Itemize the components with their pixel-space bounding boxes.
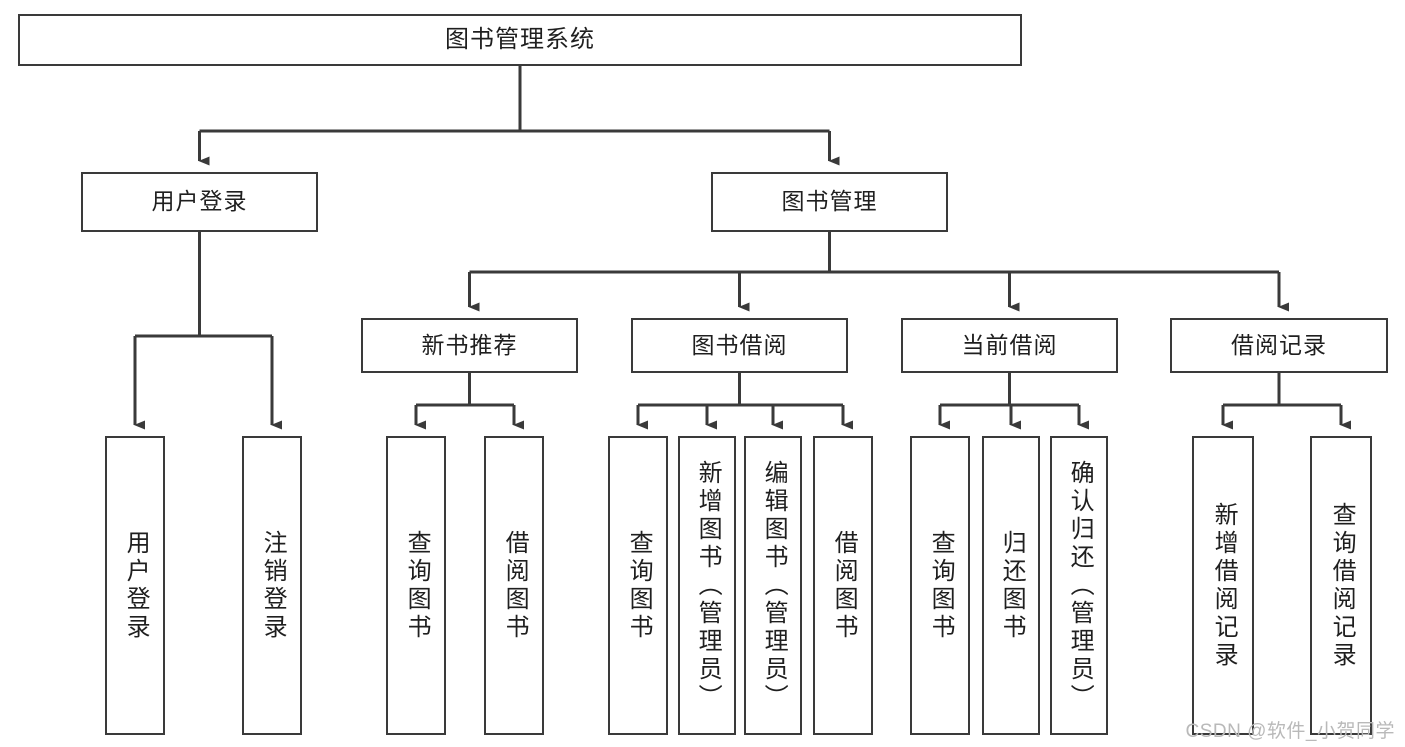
node-label: 用户登录 xyxy=(151,188,248,215)
node-root[interactable]: 图书管理系统 xyxy=(18,14,1022,66)
node-label: 图书管理 xyxy=(781,188,878,215)
node-newbook[interactable]: 新书推荐 xyxy=(361,318,578,373)
node-l-logout[interactable]: 注销登录 xyxy=(242,436,302,735)
node-label: 确认归还（管理员） xyxy=(1066,459,1094,712)
node-l-bbook2[interactable]: 借阅图书 xyxy=(813,436,873,735)
node-l-qbook2[interactable]: 查询图书 xyxy=(608,436,668,735)
node-label: 图书管理系统 xyxy=(445,25,595,53)
node-label: 借阅图书 xyxy=(830,529,858,642)
node-label: 图书借阅 xyxy=(691,331,788,358)
node-label: 归还图书 xyxy=(998,529,1026,642)
node-l-addrec[interactable]: 新增借阅记录 xyxy=(1192,436,1254,735)
node-label: 查询图书 xyxy=(403,529,431,642)
node-label: 新增图书（管理员） xyxy=(694,459,722,712)
node-l-bbook1[interactable]: 借阅图书 xyxy=(484,436,544,735)
node-record[interactable]: 借阅记录 xyxy=(1170,318,1388,373)
node-bookmgmt[interactable]: 图书管理 xyxy=(711,172,948,232)
node-label: 用户登录 xyxy=(122,529,150,642)
node-login[interactable]: 用户登录 xyxy=(81,172,318,232)
node-borrow[interactable]: 图书借阅 xyxy=(631,318,848,373)
node-label: 查询图书 xyxy=(927,529,955,642)
node-label: 新增借阅记录 xyxy=(1210,501,1238,670)
node-label: 查询借阅记录 xyxy=(1328,501,1356,670)
node-l-editbook[interactable]: 编辑图书（管理员） xyxy=(744,436,802,735)
node-l-confirm[interactable]: 确认归还（管理员） xyxy=(1050,436,1108,735)
node-label: 借阅图书 xyxy=(501,529,529,642)
node-l-qbook1[interactable]: 查询图书 xyxy=(386,436,446,735)
node-l-return[interactable]: 归还图书 xyxy=(982,436,1040,735)
node-l-login[interactable]: 用户登录 xyxy=(105,436,165,735)
node-label: 查询图书 xyxy=(625,529,653,642)
node-l-addbook[interactable]: 新增图书（管理员） xyxy=(678,436,736,735)
node-l-qbook3[interactable]: 查询图书 xyxy=(910,436,970,735)
node-label: 当前借阅 xyxy=(961,331,1058,358)
node-label: 新书推荐 xyxy=(421,331,518,358)
node-label: 注销登录 xyxy=(259,529,287,642)
node-l-qrec[interactable]: 查询借阅记录 xyxy=(1310,436,1372,735)
node-label: 借阅记录 xyxy=(1231,331,1327,358)
node-current[interactable]: 当前借阅 xyxy=(901,318,1118,373)
node-label: 编辑图书（管理员） xyxy=(760,459,788,712)
